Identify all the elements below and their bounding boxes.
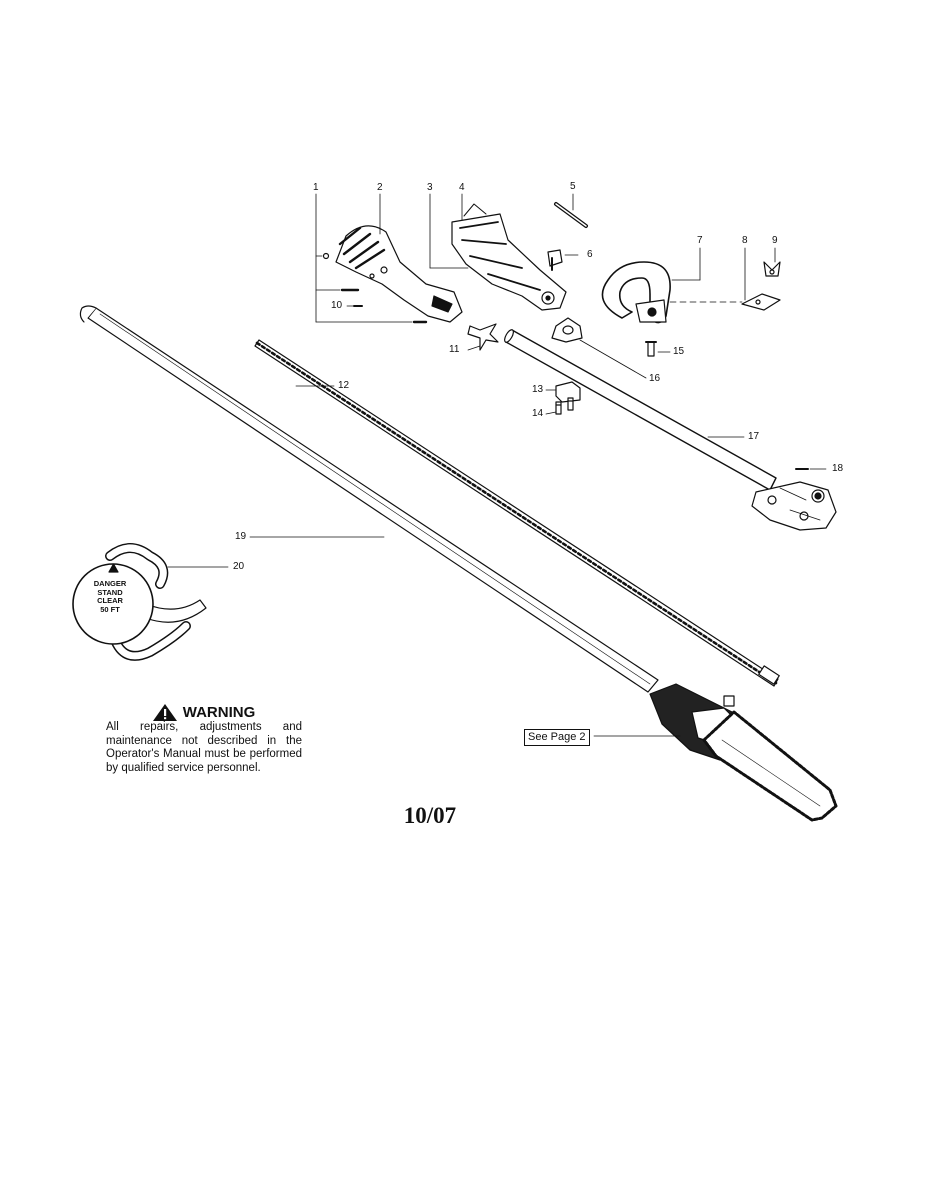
leader-lines — [167, 193, 776, 737]
callout-16: 16 — [649, 373, 661, 384]
callout-10: 10 — [331, 300, 343, 311]
callout-14: 14 — [532, 408, 544, 419]
callout-12: 12 — [338, 380, 350, 391]
harness-strap-part-20 — [72, 543, 207, 661]
callout-8: 8 — [742, 235, 748, 246]
see-page-reference: See Page 2 — [524, 729, 590, 746]
clamp-part-16 — [551, 317, 583, 343]
handle-half-part-4 — [451, 203, 567, 311]
j-handle-part-7 — [601, 261, 671, 324]
bracket-part-8 — [741, 293, 781, 311]
screws-part-14 — [555, 397, 574, 415]
pole-saw-head — [649, 683, 838, 822]
callout-15: 15 — [673, 346, 685, 357]
callout-7: 7 — [697, 235, 703, 246]
screws-part-1 — [322, 252, 428, 324]
screw-part-15 — [645, 341, 657, 357]
callout-4: 4 — [459, 182, 465, 193]
warning-body: All repairs, adjustments and maintenance… — [106, 721, 302, 774]
harness-danger-label: DANGER STAND CLEAR 50 FT — [74, 579, 146, 614]
wing-nut-part-9 — [763, 261, 781, 277]
callout-19: 19 — [235, 531, 247, 542]
gear-head-assembly — [751, 481, 837, 531]
callout-6: 6 — [587, 249, 593, 260]
callout-1: 1 — [313, 182, 319, 193]
warning-notice: WARNING All repairs, adjustments and mai… — [106, 703, 302, 775]
rod-part-5 — [554, 202, 588, 228]
drive-shaft-part-12 — [254, 339, 780, 687]
callout-18: 18 — [832, 463, 844, 474]
strap-label-line-4: 50 FT — [100, 604, 120, 614]
strap-label-line-2: STAND — [97, 587, 123, 597]
strap-label-line-1: DANGER — [93, 579, 127, 588]
clip-part-6 — [547, 249, 563, 271]
callout-5: 5 — [570, 181, 576, 192]
main-shaft-part-19 — [79, 305, 659, 693]
warning-heading: WARNING — [106, 703, 302, 721]
callout-2: 2 — [377, 182, 383, 193]
callout-11: 11 — [449, 344, 460, 355]
strap-label-line-3: CLEAR — [97, 596, 123, 606]
callout-17: 17 — [748, 431, 760, 442]
callout-20: 20 — [233, 561, 245, 572]
callout-9: 9 — [772, 235, 778, 246]
callout-3: 3 — [427, 182, 433, 193]
upper-tube-part-17 — [504, 329, 777, 491]
handle-housing-part-2 — [335, 225, 463, 323]
warning-title: WARNING — [182, 703, 256, 721]
warning-triangle-icon — [152, 703, 177, 721]
connector-part-11 — [467, 323, 499, 351]
clamp-part-13 — [555, 381, 581, 403]
revision-date: 10/07 — [403, 803, 457, 828]
callout-13: 13 — [532, 384, 544, 395]
